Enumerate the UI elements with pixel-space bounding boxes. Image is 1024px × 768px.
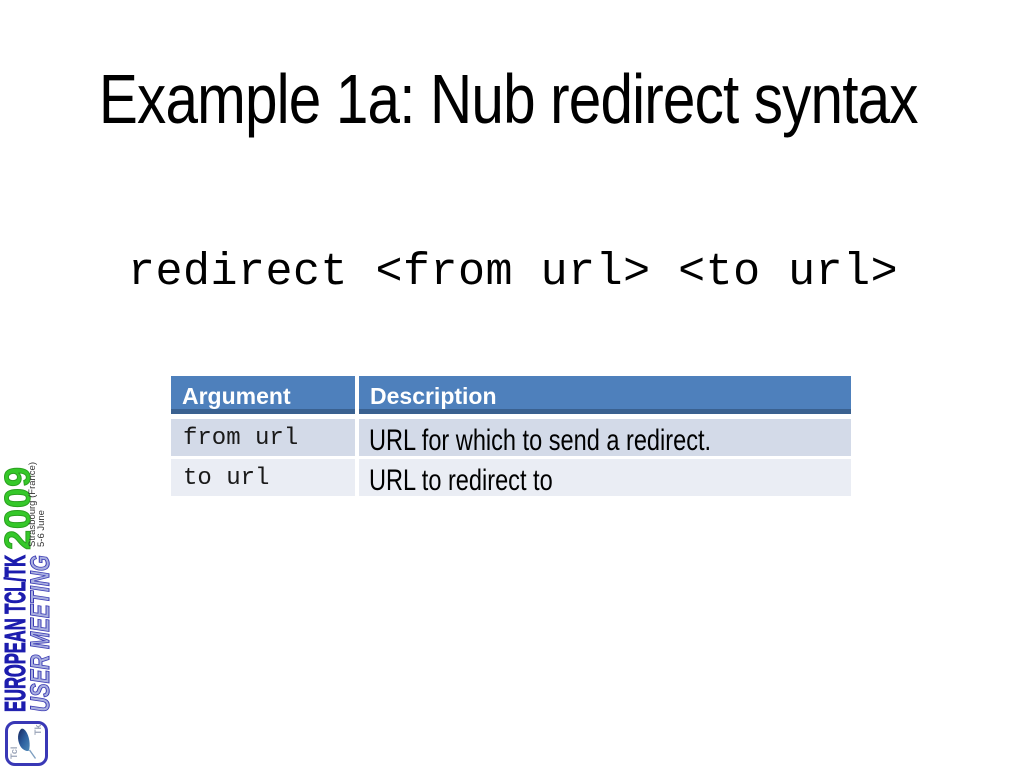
svg-text:Tcl: Tcl — [9, 747, 19, 759]
svg-text:Tk: Tk — [33, 724, 43, 735]
